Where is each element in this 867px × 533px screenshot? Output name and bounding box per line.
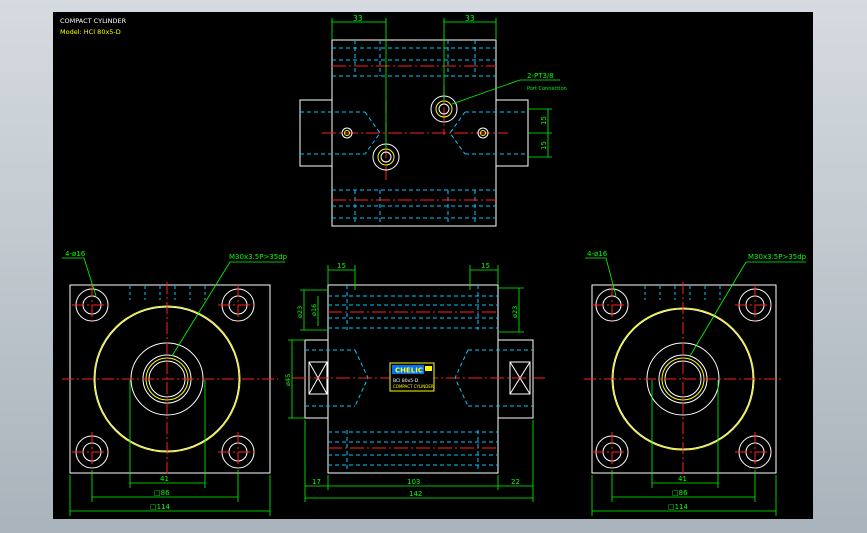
top-view: 33 33 2-PT3/8 Port Connection 15 15	[299, 14, 567, 227]
right-dim-mid: □86	[672, 489, 688, 497]
right-end-view: 4-ø16 M30x3.5P>35dp 41 □86 □114	[584, 250, 807, 516]
right-view-dimension-lines	[585, 257, 806, 516]
side-view-center-lines	[292, 311, 545, 449]
nameplate-brand-panel	[392, 365, 424, 374]
left-dim-outer: □114	[150, 503, 171, 511]
nameplate: CHELIC BCI 80x5-D COMPACT CYLINDER	[389, 362, 435, 392]
side-dim-top-right: 15	[481, 262, 490, 270]
side-dim-d45: ø45	[284, 374, 292, 386]
side-view-left-boss	[304, 339, 329, 419]
left-dim-mid: □86	[154, 489, 170, 497]
side-dim-d16: ø16	[310, 304, 318, 316]
side-dim-top-left: 15	[337, 262, 346, 270]
nameplate-line-1: BCI 80x5-D	[393, 378, 419, 384]
nameplate-line-2: COMPACT CYLINDER	[393, 384, 434, 389]
left-view-dimension-lines	[62, 257, 285, 516]
cad-drawing: COMPACT CYLINDER Model: HCI 80x5-D	[60, 14, 807, 516]
left-dim-inner: 41	[160, 475, 169, 483]
top-dim-vertical-2: 15	[540, 141, 548, 150]
nameplate-brand: CHELIC	[395, 367, 423, 375]
side-view-dimension-lines	[288, 265, 534, 502]
side-view-right-boss	[497, 339, 534, 419]
drawing-title: COMPACT CYLINDER	[60, 17, 127, 25]
right-view-hidden-lines	[644, 286, 721, 300]
left-end-view: 4-ø16 M30x3.5P>35dp 41 □86 □114	[62, 250, 288, 516]
side-dim-d23-left: ø23	[296, 306, 304, 318]
port-connection-sublabel: Port Connection	[527, 86, 567, 92]
right-dim-outer: □114	[668, 503, 689, 511]
side-dim-total: 142	[409, 490, 422, 498]
top-dim-vertical-1: 15	[540, 116, 548, 125]
top-dim-left: 33	[353, 14, 363, 23]
top-view-hidden-lines	[300, 40, 528, 226]
left-view-center-lines	[62, 282, 278, 478]
drawing-model: Model: HCI 80x5-D	[60, 28, 121, 36]
nameplate-logo-mark	[425, 366, 432, 371]
right-holes-label: 4-ø16	[587, 250, 608, 258]
drawing-canvas[interactable]: COMPACT CYLINDER Model: HCI 80x5-D	[53, 12, 813, 519]
port-connection-label: 2-PT3/8	[527, 72, 554, 80]
side-view-hidden-lines	[305, 285, 533, 473]
left-view-hidden-lines	[129, 286, 206, 300]
right-view-center-lines	[584, 282, 784, 478]
side-dim-d23-right: ø23	[511, 306, 519, 318]
right-thread-label: M30x3.5P>35dp	[748, 253, 807, 261]
side-dim-bottom-left: 17	[312, 478, 321, 486]
top-dim-right: 33	[465, 14, 475, 23]
side-dim-bottom-right: 22	[511, 478, 520, 486]
side-view: CHELIC BCI 80x5-D COMPACT CYLINDER	[284, 262, 545, 502]
top-view-dimension-lines	[331, 18, 560, 158]
side-dim-bottom-mid: 103	[407, 478, 420, 486]
left-holes-label: 4-ø16	[65, 250, 86, 258]
right-dim-inner: 41	[678, 475, 687, 483]
left-thread-label: M30x3.5P>35dp	[229, 253, 288, 261]
